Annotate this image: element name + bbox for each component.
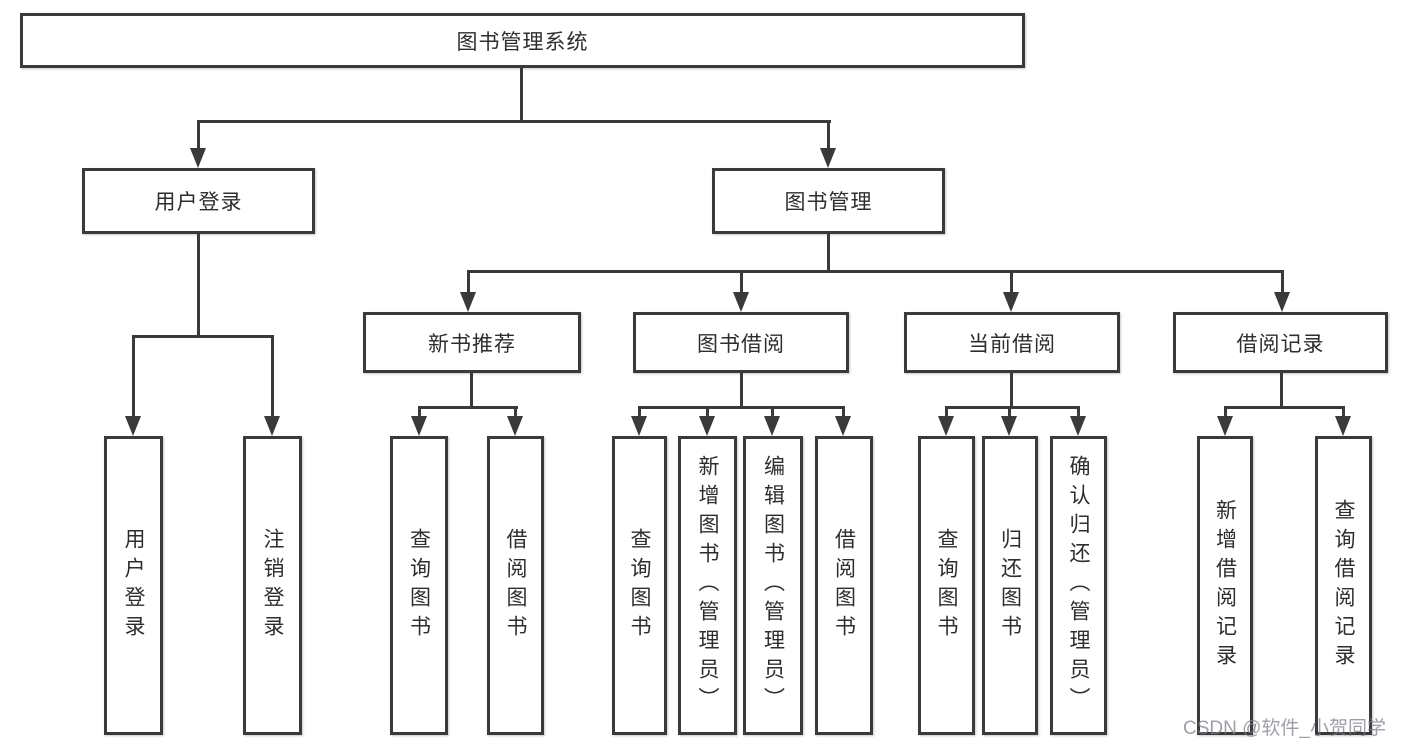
connector-vline: [520, 68, 523, 122]
connector-vline: [467, 270, 470, 295]
connector-vline: [271, 335, 274, 420]
connector-vline: [827, 120, 830, 152]
node-label: 新增借阅记录: [1213, 498, 1237, 673]
connector-hline: [945, 406, 1079, 409]
arrowhead-down: [1070, 416, 1086, 436]
arrowhead-down: [190, 148, 206, 168]
connector-hline: [197, 120, 831, 123]
node-label: 查询图书: [407, 527, 431, 644]
connector-hline: [132, 335, 274, 338]
node-leaf-query-borrow-record: 查询借阅记录: [1315, 436, 1372, 735]
node-label: 当前借阅: [968, 332, 1056, 356]
node-label: 借阅图书: [832, 527, 856, 644]
arrowhead-down: [1335, 416, 1351, 436]
node-label: 图书管理系统: [456, 30, 589, 54]
node-label: 新增图书（管理员）: [696, 455, 719, 716]
node-book-borrowing: 图书借阅: [633, 312, 849, 373]
connector-vline: [197, 120, 200, 152]
node-leaf-borrow-books-recommend: 借阅图书: [487, 436, 544, 735]
node-label: 用户登录: [154, 191, 243, 214]
connector-vline: [1281, 270, 1284, 295]
node-new-book-recommend: 新书推荐: [363, 312, 581, 373]
connector-vline: [1280, 373, 1283, 408]
connector-hline: [467, 270, 1284, 273]
connector-vline: [1342, 406, 1345, 420]
node-leaf-add-books-admin: 新增图书（管理员）: [678, 436, 737, 735]
arrowhead-down: [1001, 416, 1017, 436]
arrowhead-down: [764, 416, 780, 436]
connector-vline: [1077, 406, 1080, 420]
arrowhead-down: [264, 416, 280, 436]
connector-vline: [132, 335, 135, 420]
connector-hline: [638, 406, 845, 409]
connector-hline: [418, 406, 518, 409]
arrowhead-down: [460, 292, 476, 312]
node-user-login: 用户登录: [82, 168, 315, 234]
node-leaf-return-books: 归还图书: [982, 436, 1038, 735]
arrowhead-down: [699, 416, 715, 436]
node-label: 图书借阅: [697, 332, 785, 356]
arrowhead-down: [938, 416, 954, 436]
node-leaf-query-books-recommend: 查询图书: [390, 436, 448, 735]
node-label: 查询借阅记录: [1332, 498, 1355, 673]
node-leaf-user-login: 用户登录: [104, 436, 163, 735]
node-label: 图书管理: [784, 191, 873, 214]
arrowhead-down: [411, 416, 427, 436]
node-label: 借阅记录: [1236, 332, 1325, 356]
node-leaf-borrow-books: 借阅图书: [815, 436, 873, 735]
arrowhead-down: [631, 416, 647, 436]
connector-vline: [1010, 373, 1013, 408]
arrowhead-down: [1003, 292, 1019, 312]
node-current-borrowing: 当前借阅: [904, 312, 1120, 373]
connector-vline: [827, 234, 830, 273]
node-leaf-logout: 注销登录: [243, 436, 302, 735]
connector-vline: [706, 406, 709, 420]
node-label: 查询图书: [628, 527, 651, 644]
arrowhead-down: [733, 292, 749, 312]
connector-vline: [418, 406, 421, 420]
csdn-watermark: CSDN @软件_小贺同学: [1183, 718, 1386, 739]
node-label: 归还图书: [998, 527, 1022, 644]
arrowhead-down: [820, 148, 836, 168]
connector-hline: [1224, 406, 1345, 409]
connector-vline: [842, 406, 845, 420]
node-library-management-system: 图书管理系统: [20, 13, 1025, 68]
node-label: 新书推荐: [428, 332, 516, 356]
node-label: 查询图书: [935, 527, 958, 644]
arrowhead-down: [125, 416, 141, 436]
node-label: 借阅图书: [504, 527, 527, 644]
node-leaf-edit-books-admin: 编辑图书（管理员）: [743, 436, 803, 735]
node-leaf-query-books-borrowing: 查询图书: [612, 436, 667, 735]
connector-vline: [1008, 406, 1011, 420]
arrowhead-down: [507, 416, 523, 436]
node-borrowing-records: 借阅记录: [1173, 312, 1388, 373]
node-label: 编辑图书（管理员）: [761, 455, 785, 716]
connector-vline: [771, 406, 774, 420]
connector-vline: [740, 373, 743, 408]
arrowhead-down: [1217, 416, 1233, 436]
node-book-management: 图书管理: [712, 168, 945, 234]
arrowhead-down: [1274, 292, 1290, 312]
connector-vline: [514, 406, 517, 420]
connector-vline: [470, 373, 473, 408]
arrowhead-down: [835, 416, 851, 436]
node-label: 注销登录: [261, 527, 284, 644]
node-label: 用户登录: [122, 527, 145, 644]
node-leaf-confirm-return-admin: 确认归还（管理员）: [1050, 436, 1107, 735]
connector-vline: [945, 406, 948, 420]
connector-vline: [740, 270, 743, 295]
node-label: 确认归还（管理员）: [1067, 455, 1090, 716]
node-leaf-add-borrow-record: 新增借阅记录: [1197, 436, 1253, 735]
connector-vline: [638, 406, 641, 420]
connector-vline: [1010, 270, 1013, 295]
connector-vline: [1224, 406, 1227, 420]
node-leaf-query-books-current: 查询图书: [918, 436, 975, 735]
connector-vline: [197, 234, 200, 338]
